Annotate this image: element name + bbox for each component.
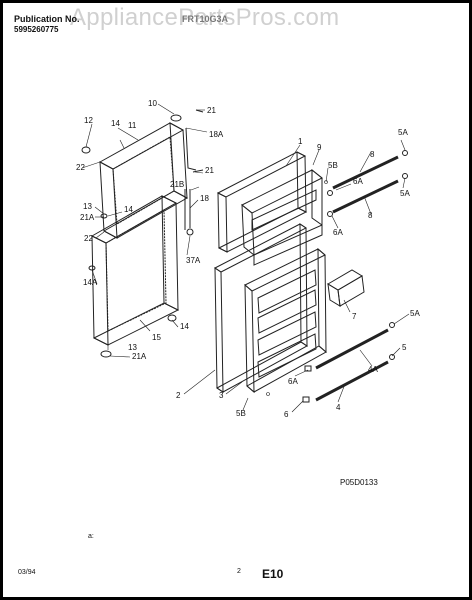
callout-8: 8 bbox=[368, 211, 373, 220]
fresh-food-gasket-frame bbox=[90, 195, 180, 346]
callout-5a: 5A bbox=[410, 309, 420, 318]
callout-6a: 6A bbox=[333, 228, 343, 237]
diagram-code: P05D0133 bbox=[340, 478, 378, 487]
callout-18a: 18A bbox=[209, 130, 224, 139]
callout-6a: 6A bbox=[353, 177, 363, 186]
leader-lines bbox=[81, 103, 410, 413]
callout-12: 12 bbox=[84, 116, 93, 125]
fresh-food-door-panel bbox=[214, 223, 308, 393]
callout-9: 9 bbox=[317, 143, 322, 152]
footer-page-number: 2 bbox=[237, 568, 241, 575]
callout-21: 21 bbox=[205, 166, 214, 175]
callout-10: 10 bbox=[148, 99, 157, 108]
callout-37a: 37A bbox=[186, 256, 201, 265]
fresh-food-door-liner bbox=[244, 247, 327, 394]
shelf-rails bbox=[302, 150, 408, 403]
callout-22: 22 bbox=[76, 163, 85, 172]
callout-7: 7 bbox=[352, 312, 357, 321]
freezer-gasket-frame bbox=[98, 122, 189, 239]
footer-section-code: E10 bbox=[262, 567, 284, 581]
callout-4: 4 bbox=[336, 403, 341, 412]
publication-number: 5995260775 bbox=[14, 25, 59, 34]
callout-5a: 5A bbox=[400, 189, 410, 198]
callout-21a: 21A bbox=[132, 352, 147, 361]
callout-2: 2 bbox=[176, 391, 181, 400]
callouts: 10 21 18A 12 14 11 22 21 21B 18 13 14 21… bbox=[76, 99, 420, 419]
watermark: AppliancePartsPros.com bbox=[70, 4, 340, 31]
callout-14: 14 bbox=[180, 322, 189, 331]
callout-14: 14 bbox=[111, 119, 120, 128]
freezer-door-liner bbox=[241, 168, 323, 266]
callout-5a: 5A bbox=[398, 128, 408, 137]
callout-11: 11 bbox=[128, 121, 137, 130]
callout-5b: 5B bbox=[236, 409, 246, 418]
callout-3: 3 bbox=[219, 391, 224, 400]
callout-6: 6 bbox=[284, 410, 289, 419]
callout-13: 13 bbox=[83, 202, 92, 211]
callout-5b: 5B bbox=[328, 161, 338, 170]
callout-6a: 6A bbox=[288, 377, 298, 386]
callout-8: 8 bbox=[370, 150, 375, 159]
freezer-door-panel bbox=[216, 151, 308, 253]
model-number: FRT10G3A bbox=[182, 14, 229, 24]
dairy-door bbox=[327, 269, 365, 307]
callout-1: 1 bbox=[298, 137, 303, 146]
callout-14: 14 bbox=[124, 205, 133, 214]
hinge-parts bbox=[81, 109, 204, 358]
callout-15: 15 bbox=[152, 333, 161, 342]
callout-5: 5 bbox=[402, 343, 407, 352]
publication-label: Publication No. bbox=[14, 14, 80, 24]
callout-13: 13 bbox=[128, 343, 137, 352]
callout-4a: 4A bbox=[368, 365, 378, 374]
callout-21a: 21A bbox=[80, 213, 95, 222]
callout-18: 18 bbox=[200, 194, 209, 203]
callout-14a: 14A bbox=[83, 278, 98, 287]
callout-21b: 21B bbox=[170, 180, 184, 189]
footer-date: 03/94 bbox=[18, 569, 36, 576]
stray-mark: a: bbox=[88, 533, 94, 540]
callout-21: 21 bbox=[207, 106, 216, 115]
callout-22: 22 bbox=[84, 234, 93, 243]
